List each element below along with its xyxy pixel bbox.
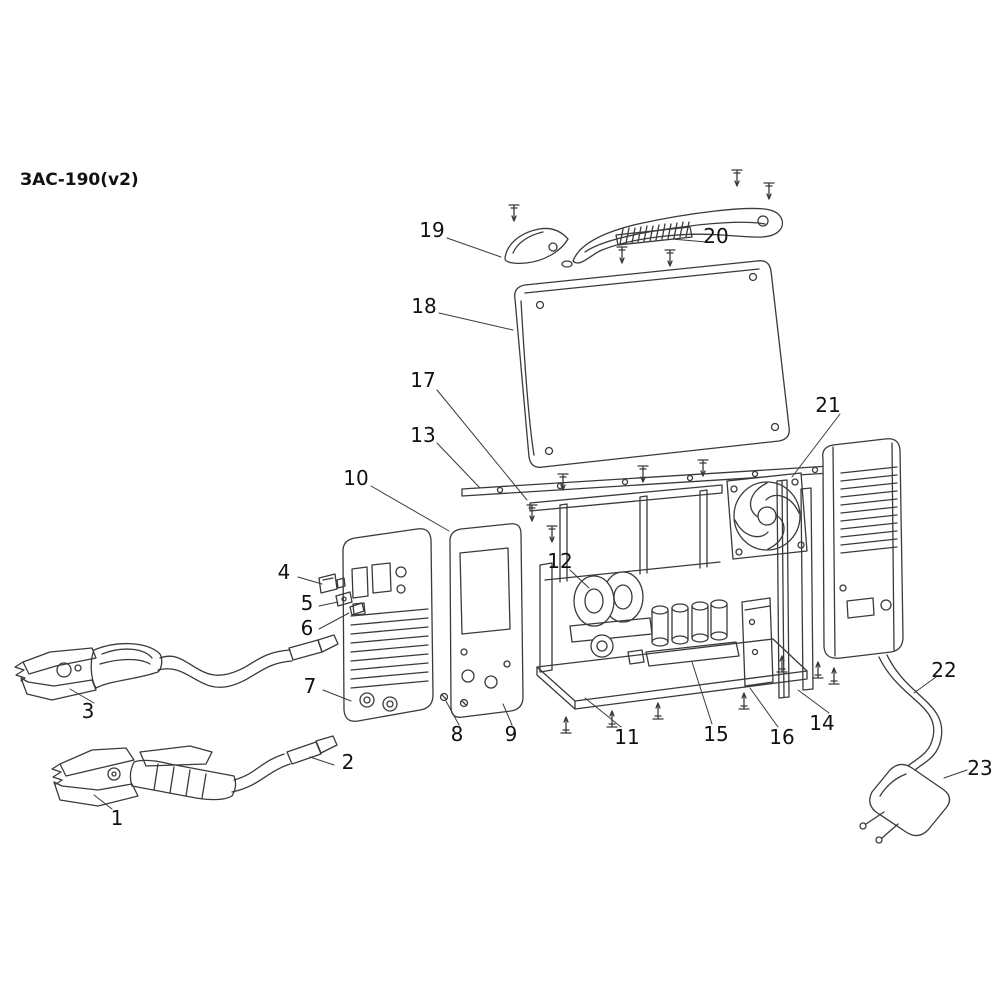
transformer-toroids: [569, 571, 653, 643]
part-label-15: 15: [703, 722, 728, 746]
part-label-12: 12: [547, 549, 572, 573]
part-label-11: 11: [614, 725, 639, 749]
part-label-19: 19: [419, 218, 444, 242]
leader-lines: [69, 237, 968, 810]
knob-assembly: [318, 573, 365, 616]
part-label-16: 16: [769, 725, 794, 749]
cooling-fan: [726, 472, 808, 560]
electrode-holder: [51, 735, 338, 807]
part-label-6: 6: [301, 616, 314, 640]
part-label-9: 9: [505, 722, 518, 746]
part-label-5: 5: [301, 591, 314, 615]
part-label-4: 4: [278, 560, 291, 584]
chassis-base: [536, 638, 840, 734]
inner-frame: [526, 459, 723, 673]
work-clamp: [14, 634, 339, 701]
part-label-23: 23: [967, 756, 992, 780]
top-cover: [514, 260, 790, 468]
part-label-18: 18: [411, 294, 436, 318]
part-label-8: 8: [451, 722, 464, 746]
part-label-7: 7: [304, 674, 317, 698]
part-label-21: 21: [815, 393, 840, 417]
handle: [572, 207, 784, 264]
side-rails: [776, 479, 814, 699]
part-label-1: 1: [111, 806, 124, 830]
part-label-17: 17: [410, 368, 435, 392]
side-board: [741, 597, 774, 687]
mains-plug: [859, 763, 951, 844]
part-label-13: 13: [410, 423, 435, 447]
inner-panel: [439, 523, 524, 718]
part-label-22: 22: [931, 658, 956, 682]
part-label-3: 3: [82, 699, 95, 723]
capacitor-bank: [590, 599, 740, 667]
part-label-14: 14: [809, 711, 834, 735]
part-labels: 1 2 3 4 5 6 7 8 9 10 11 12 13 14 15 16 1…: [82, 218, 993, 830]
rear-panel: [822, 438, 943, 783]
model-title: ЗАС-190(v2): [20, 170, 139, 190]
part-label-10: 10: [343, 466, 368, 490]
part-label-2: 2: [342, 750, 355, 774]
front-panel: [342, 528, 434, 722]
handle-end-cap: [504, 227, 573, 268]
part-label-20: 20: [703, 224, 728, 248]
